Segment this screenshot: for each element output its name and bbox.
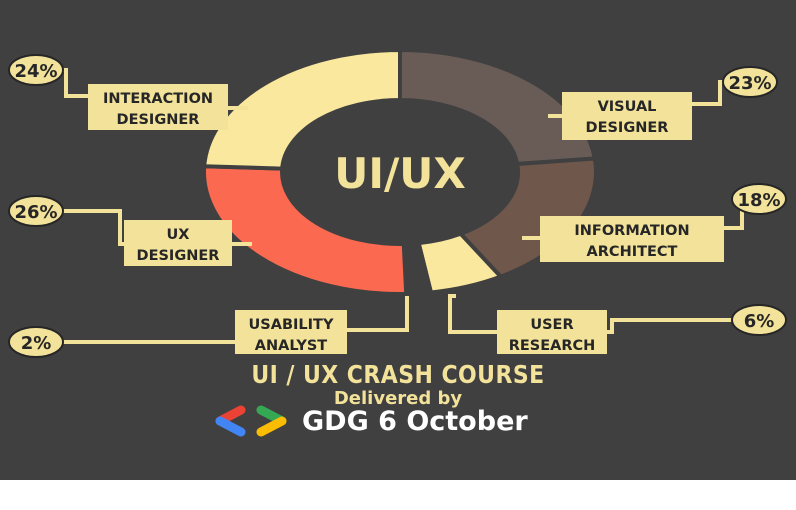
slice-ux-designer [202, 164, 409, 296]
percent-pill-interaction-designer [8, 54, 64, 86]
label-text-information-architect: ARCHITECT [587, 244, 678, 260]
course-title: UI / UX CRASH COURSE [251, 360, 545, 389]
leader-user-research [607, 318, 737, 334]
label-box-information-architect [540, 216, 724, 262]
leader-ux-designer [58, 209, 124, 246]
label-box-interaction-designer [88, 84, 228, 130]
donut-hole [283, 101, 517, 243]
percent-pill-ux-designer [8, 195, 64, 227]
donut-center: UI/UX [283, 101, 517, 243]
label-text-ux-designer: DESIGNER [137, 248, 220, 264]
percent-label-user-research: 6% [744, 311, 775, 332]
label-text-visual-designer: VISUAL [598, 99, 657, 115]
label-text-user-research: USER [530, 317, 573, 333]
slice-information-architect [457, 156, 598, 280]
donut-slices [202, 47, 598, 296]
label-text-usability-analyst: ANALYST [255, 338, 328, 354]
percent-label-visual-designer: 23% [728, 73, 771, 94]
percent-label-ux-designer: 26% [14, 202, 57, 223]
percent-label-interaction-designer: 24% [14, 61, 57, 82]
label-text-visual-designer: DESIGNER [586, 120, 669, 136]
delivered-by-text: Delivered by [333, 388, 463, 409]
label-box-ux-designer [124, 220, 232, 266]
gdg-logo-icon [215, 405, 287, 437]
connector-user-research [448, 294, 497, 334]
donut-chart: VISUAL DESIGNER 23% INFORMATION ARCHITECT 18%… [8, 47, 787, 358]
slice-labels: VISUAL DESIGNER 23% INFORMATION ARCHITECT 18%… [8, 54, 787, 358]
label-text-information-architect: INFORMATION [574, 223, 689, 239]
brand-name: GDG 6 October [302, 405, 528, 437]
label-text-ux-designer: UX [167, 227, 190, 243]
label-text-user-research: RESEARCH [509, 338, 596, 354]
label-text-interaction-designer: DESIGNER [117, 112, 200, 128]
percent-label-information-architect: 18% [737, 190, 780, 211]
chart-title: UI/UX [334, 149, 466, 198]
infographic-stage: VISUAL DESIGNER 23% INFORMATION ARCHITECT 18%… [0, 0, 796, 480]
label-text-usability-analyst: USABILITY [249, 317, 334, 333]
label-box-usability-analyst [235, 310, 347, 354]
percent-pill-user-research [731, 304, 787, 336]
percent-label-usability-analyst: 2% [21, 333, 52, 354]
label-text-interaction-designer: INTERACTION [103, 91, 213, 107]
percent-pill-usability-analyst [8, 326, 64, 358]
brand-block: GDG 6 October [206, 404, 528, 438]
slice-visual-designer [398, 47, 598, 167]
percent-pill-information-architect [731, 183, 787, 215]
percent-pill-visual-designer [722, 66, 778, 98]
label-box-user-research [497, 310, 607, 354]
connector-usability-analyst [347, 296, 409, 332]
label-box-visual-designer [562, 92, 692, 140]
